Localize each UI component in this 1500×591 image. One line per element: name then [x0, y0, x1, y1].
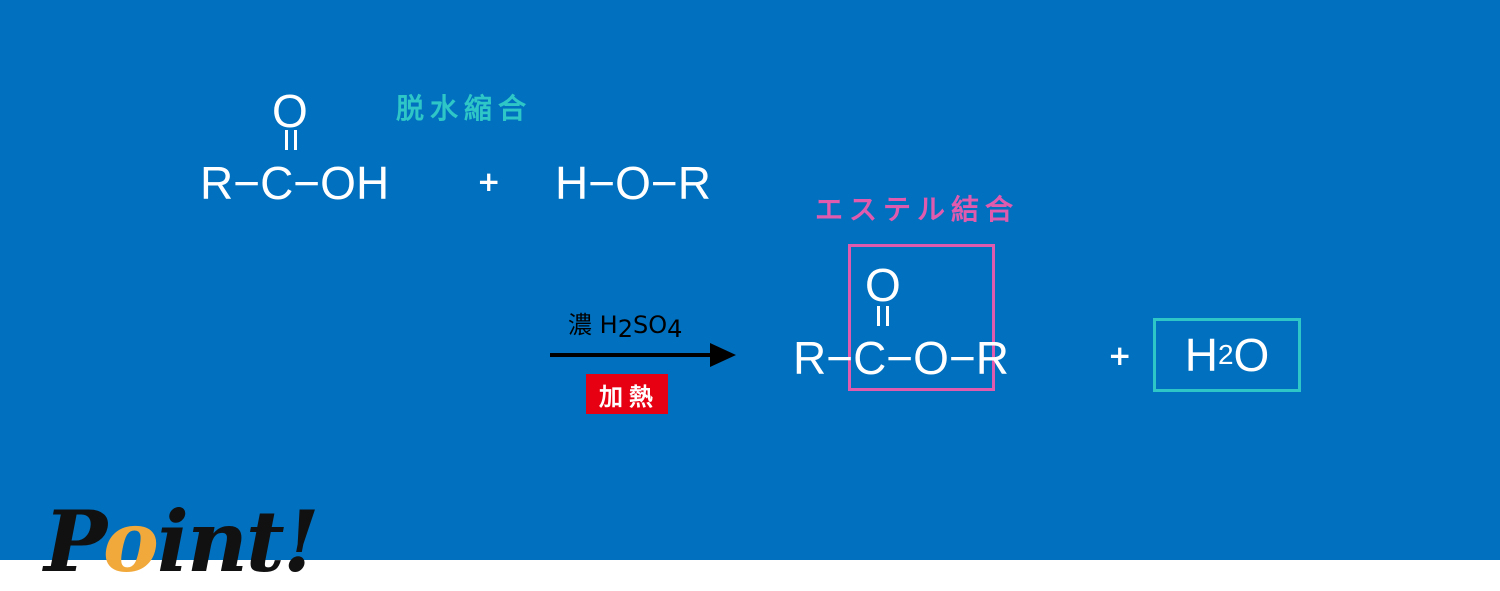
ester-double-bond-right: [886, 306, 889, 326]
water-h: H: [1184, 329, 1218, 381]
reagent-formula-so: SO: [632, 311, 668, 339]
plus-sign-products: +: [1108, 339, 1132, 372]
water-o: O: [1233, 329, 1270, 381]
acid-double-bond-left: [285, 130, 288, 150]
ester-double-bond-left: [877, 306, 880, 326]
point-logo-o: o: [102, 492, 159, 591]
ester-carbonyl-oxygen: O: [865, 259, 901, 311]
point-logo-p: P: [44, 492, 105, 591]
alcohol-chain: H−O−R: [555, 157, 711, 209]
reagent-formula-sub1: 2: [617, 315, 633, 343]
reagent-sulfuric-acid: 濃 H2SO4: [568, 313, 682, 341]
water-sub: 2: [1217, 339, 1234, 370]
acid-chain: R−C−OH: [200, 157, 390, 209]
acid-double-bond-right: [294, 130, 297, 150]
reaction-arrow-shaft: [550, 353, 714, 357]
plus-sign-reactants: +: [477, 165, 501, 198]
acid-carbonyl-oxygen: O: [272, 85, 308, 137]
reagent-formula-h: H: [599, 311, 618, 339]
reagent-name: 濃: [568, 311, 592, 339]
point-logo: Point!: [44, 500, 320, 584]
dehydration-label: 脱水縮合: [396, 92, 533, 125]
ester-bond-label: エステル結合: [815, 193, 1020, 226]
ester-chain: R−C−O−R: [793, 332, 1010, 384]
ester-bond-highlight-box: [848, 244, 995, 391]
reagent-formula-sub2: 4: [667, 315, 683, 343]
blue-panel: O R−C−OH 脱水縮合 + H−O−R エステル結合 濃 H2SO4 加熱 …: [0, 0, 1500, 560]
heat-badge: 加熱: [586, 374, 668, 414]
reaction-arrow-head: [710, 343, 736, 367]
point-logo-rest: int!: [156, 492, 320, 591]
